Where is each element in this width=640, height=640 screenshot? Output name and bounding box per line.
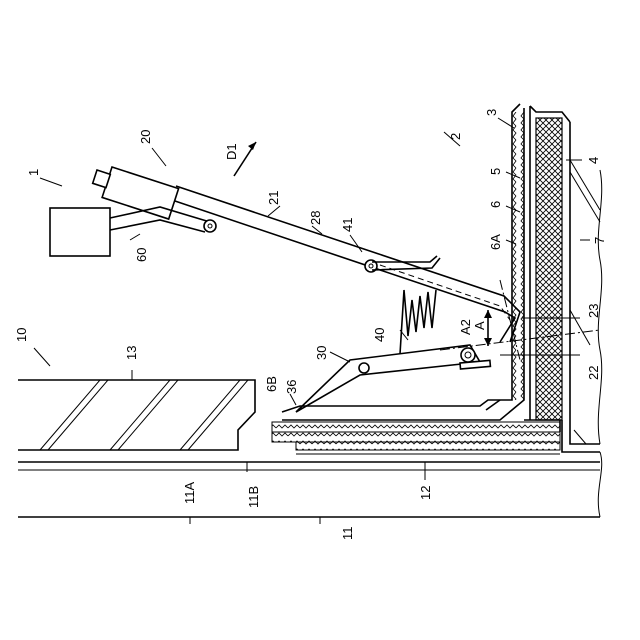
label-5: 5 <box>488 168 503 175</box>
label-60: 60 <box>134 248 149 262</box>
motor-block-60 <box>50 207 210 256</box>
label-22: 22 <box>586 366 601 380</box>
label-11: 11 <box>340 527 355 541</box>
label-12: 12 <box>418 486 433 500</box>
label-11A: 11A <box>182 482 197 504</box>
label-A: A <box>472 321 487 330</box>
label-6B: 6B <box>264 376 279 392</box>
wall-layers <box>282 104 602 517</box>
label-1: 1 <box>26 169 41 176</box>
label-30: 30 <box>314 346 329 360</box>
label-A2: A2 <box>458 319 473 335</box>
label-36: 36 <box>284 380 299 394</box>
label-2: 2 <box>448 133 463 140</box>
label-23: 23 <box>586 304 601 318</box>
pivot-22 <box>461 348 475 362</box>
label-10: 10 <box>14 328 29 342</box>
label-7: 7 <box>592 237 607 244</box>
label-40: 40 <box>372 328 387 342</box>
label-6A: 6A <box>488 234 503 250</box>
label-41: 41 <box>340 218 355 232</box>
member-13 <box>18 380 255 450</box>
label-20: 20 <box>138 130 153 144</box>
floor-structure <box>18 462 600 517</box>
label-11B: 11B <box>246 486 261 508</box>
label-4: 4 <box>586 157 601 164</box>
spring-40 <box>400 290 436 354</box>
label-21: 21 <box>266 191 281 205</box>
label-13: 13 <box>124 346 139 360</box>
pivot-upper <box>204 220 216 232</box>
plate-12 <box>272 422 560 454</box>
label-6: 6 <box>488 201 503 208</box>
label-3: 3 <box>484 109 499 116</box>
lever-assembly-20 <box>50 167 520 342</box>
label-28: 28 <box>308 211 323 225</box>
label-D1: D1 <box>224 143 239 160</box>
